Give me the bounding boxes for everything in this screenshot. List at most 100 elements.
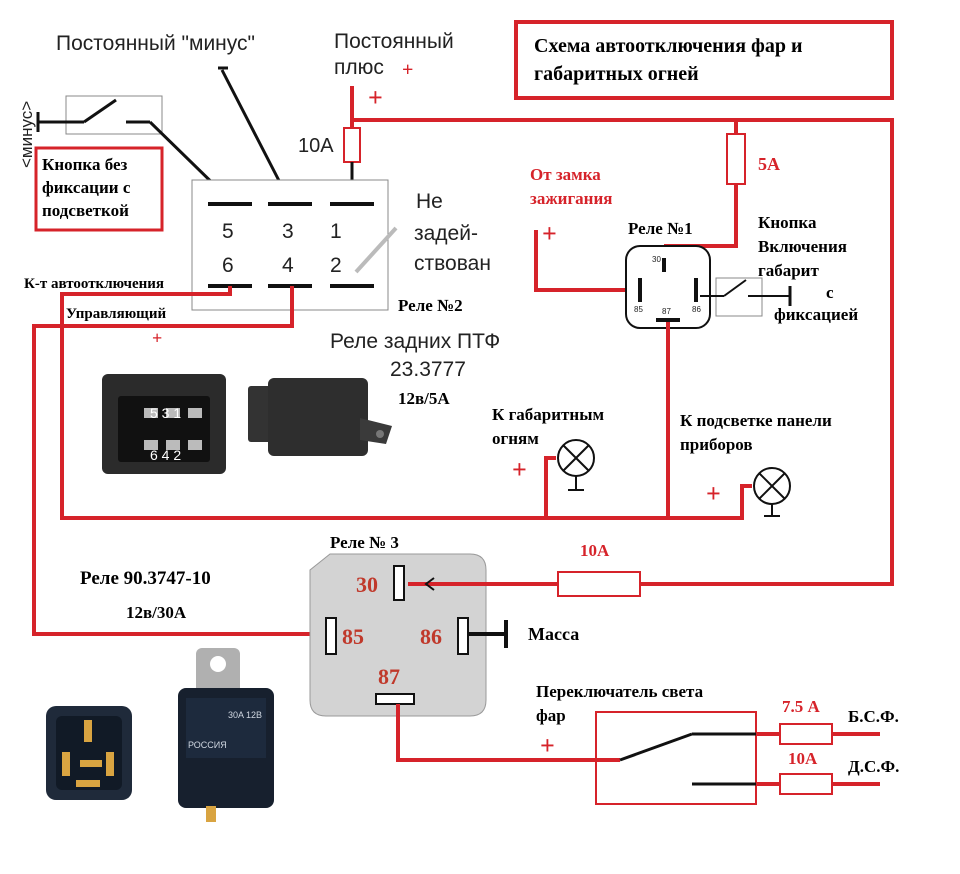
fuse-7-5a-label: 7.5 А [782, 697, 821, 716]
wire-control [32, 286, 330, 636]
fuse-10a-mid-label: 10А [580, 541, 610, 560]
panel-plus: + [706, 479, 721, 508]
parking-plus: + [512, 455, 527, 484]
relay2-photo-bottom-pins: 6 4 2 [150, 447, 181, 463]
to-parking-1: К габаритным [492, 405, 604, 424]
relay2-label: Реле №2 [398, 296, 463, 315]
fuse-10a-mid [557, 571, 641, 597]
control-label: Управляющий [66, 306, 166, 322]
wire-panel-lamp [668, 484, 752, 520]
button-no-fix-1: Кнопка без [42, 155, 128, 174]
button-fix-5: фиксацией [774, 305, 858, 324]
relay3-pin30: 30 [356, 572, 378, 597]
relay1-pin87: 87 [662, 307, 671, 316]
low-beam-label: Д.С.Ф. [848, 757, 899, 776]
fuse-10a-bot [779, 773, 833, 795]
relay2-pin3: 3 [282, 220, 294, 243]
relay2-pin5: 5 [222, 220, 234, 243]
auto-off-label: К-т автоотключения [24, 276, 164, 292]
relay3-pin85-blade [325, 617, 337, 655]
relay3-pin85: 85 [342, 624, 364, 649]
light-switch-box [595, 711, 757, 805]
control-plus: + [152, 328, 162, 348]
relay2-pin1: 1 [330, 220, 342, 243]
not-used-1: Не [416, 190, 443, 213]
relay3-pin87-blade [375, 693, 415, 705]
high-beam-label: Б.С.Ф. [848, 707, 899, 726]
relay3-label: Реле № 3 [330, 533, 399, 552]
relay1-pin85: 85 [634, 305, 643, 314]
button-fix-1: Кнопка [758, 213, 817, 232]
relay3-photo-pins [46, 706, 132, 800]
button-fix-3: габарит [758, 261, 819, 280]
relay2-photo: 5 3 1 6 4 2 [102, 374, 392, 474]
not-used-pointer [354, 226, 398, 274]
relay3-rating: 12в/30А [126, 603, 187, 622]
fuse-7-5a [779, 723, 833, 745]
light-switch-1: Переключатель света [536, 682, 704, 701]
relay2-pin6: 6 [222, 254, 234, 277]
light-switch-2: фар [536, 706, 566, 725]
relay2-rating: 12в/5А [398, 389, 450, 408]
title-line1: Схема автоотключения фар и [534, 35, 803, 57]
fuse-5a [726, 133, 746, 185]
relay3-model: Реле 90.3747-10 [80, 568, 211, 589]
button-contact [83, 98, 117, 124]
relay2-pin2: 2 [330, 254, 342, 277]
arrow-into-30 [424, 577, 435, 591]
button-no-fix-3: подсветкой [42, 201, 129, 220]
minus-vertical-label: <минус> [17, 101, 36, 168]
ignition-plus: + [542, 219, 557, 248]
fuse-10a-top [343, 127, 361, 163]
relay2-name-2: 23.3777 [390, 358, 466, 381]
button-no-fix-2: фиксации с [42, 178, 131, 197]
wire-main-bus [352, 118, 894, 586]
const-minus-label: Постоянный "минус" [56, 32, 255, 55]
relay1-pin86: 86 [692, 305, 701, 314]
pushbutton-box [65, 95, 163, 135]
wire-parking-lamp [544, 456, 556, 518]
const-plus-label-1: Постоянный [334, 30, 454, 53]
relay3-body [309, 553, 487, 717]
switch-plus: + [540, 731, 555, 760]
not-used-2: задей- [414, 222, 478, 245]
wire-87-to-switch [396, 704, 620, 762]
ground-label: Масса [528, 624, 579, 644]
relay2-name-1: Реле задних ПТФ [330, 330, 500, 353]
light-switch-contact [619, 732, 693, 762]
not-used-3: ствован [414, 252, 491, 275]
wire-auto-off [60, 286, 668, 520]
parking-lamp-icon [557, 439, 595, 491]
to-panel-2: приборов [680, 435, 753, 454]
to-panel-1: К подсветке панели [680, 411, 832, 430]
const-plus-sign: + [402, 59, 413, 81]
fixbutton-contact [723, 279, 747, 297]
plus-sign-top: + [368, 83, 383, 112]
relay3-photo-body: РОССИЯ 30A 12B [178, 648, 274, 822]
title-line2: габаритных огней [534, 63, 699, 85]
fuse-10a-bot-label: 10А [788, 749, 818, 768]
relay1-label: Реле №1 [628, 219, 693, 238]
relay3-pin87: 87 [378, 664, 400, 689]
relay3-photo-brand: РОССИЯ [188, 740, 227, 750]
ignition-2: зажигания [530, 189, 612, 208]
fuse-5a-label: 5А [758, 154, 780, 174]
button-no-fix-label-box [34, 146, 164, 232]
to-parking-2: огням [492, 429, 539, 448]
relay3-pin30-blade [393, 565, 405, 601]
relay3-pin86: 86 [420, 624, 442, 649]
relay1-pin30: 30 [652, 255, 661, 264]
relay3-photo-rating: 30A 12B [228, 710, 262, 720]
relay2-pin4: 4 [282, 254, 294, 277]
title-box [514, 20, 894, 100]
fuse-10a-top-label: 10А [298, 135, 334, 157]
const-plus-label-2: плюс [334, 56, 384, 79]
ignition-1: От замка [530, 165, 601, 184]
panel-lamp-icon [753, 467, 791, 517]
relay2-photo-top-pins: 5 3 1 [150, 405, 181, 421]
relay3-pin86-blade [457, 617, 469, 655]
button-fix-2: Включения [758, 237, 847, 256]
button-fix-4: с [826, 283, 834, 302]
wire-ignition [534, 230, 634, 292]
